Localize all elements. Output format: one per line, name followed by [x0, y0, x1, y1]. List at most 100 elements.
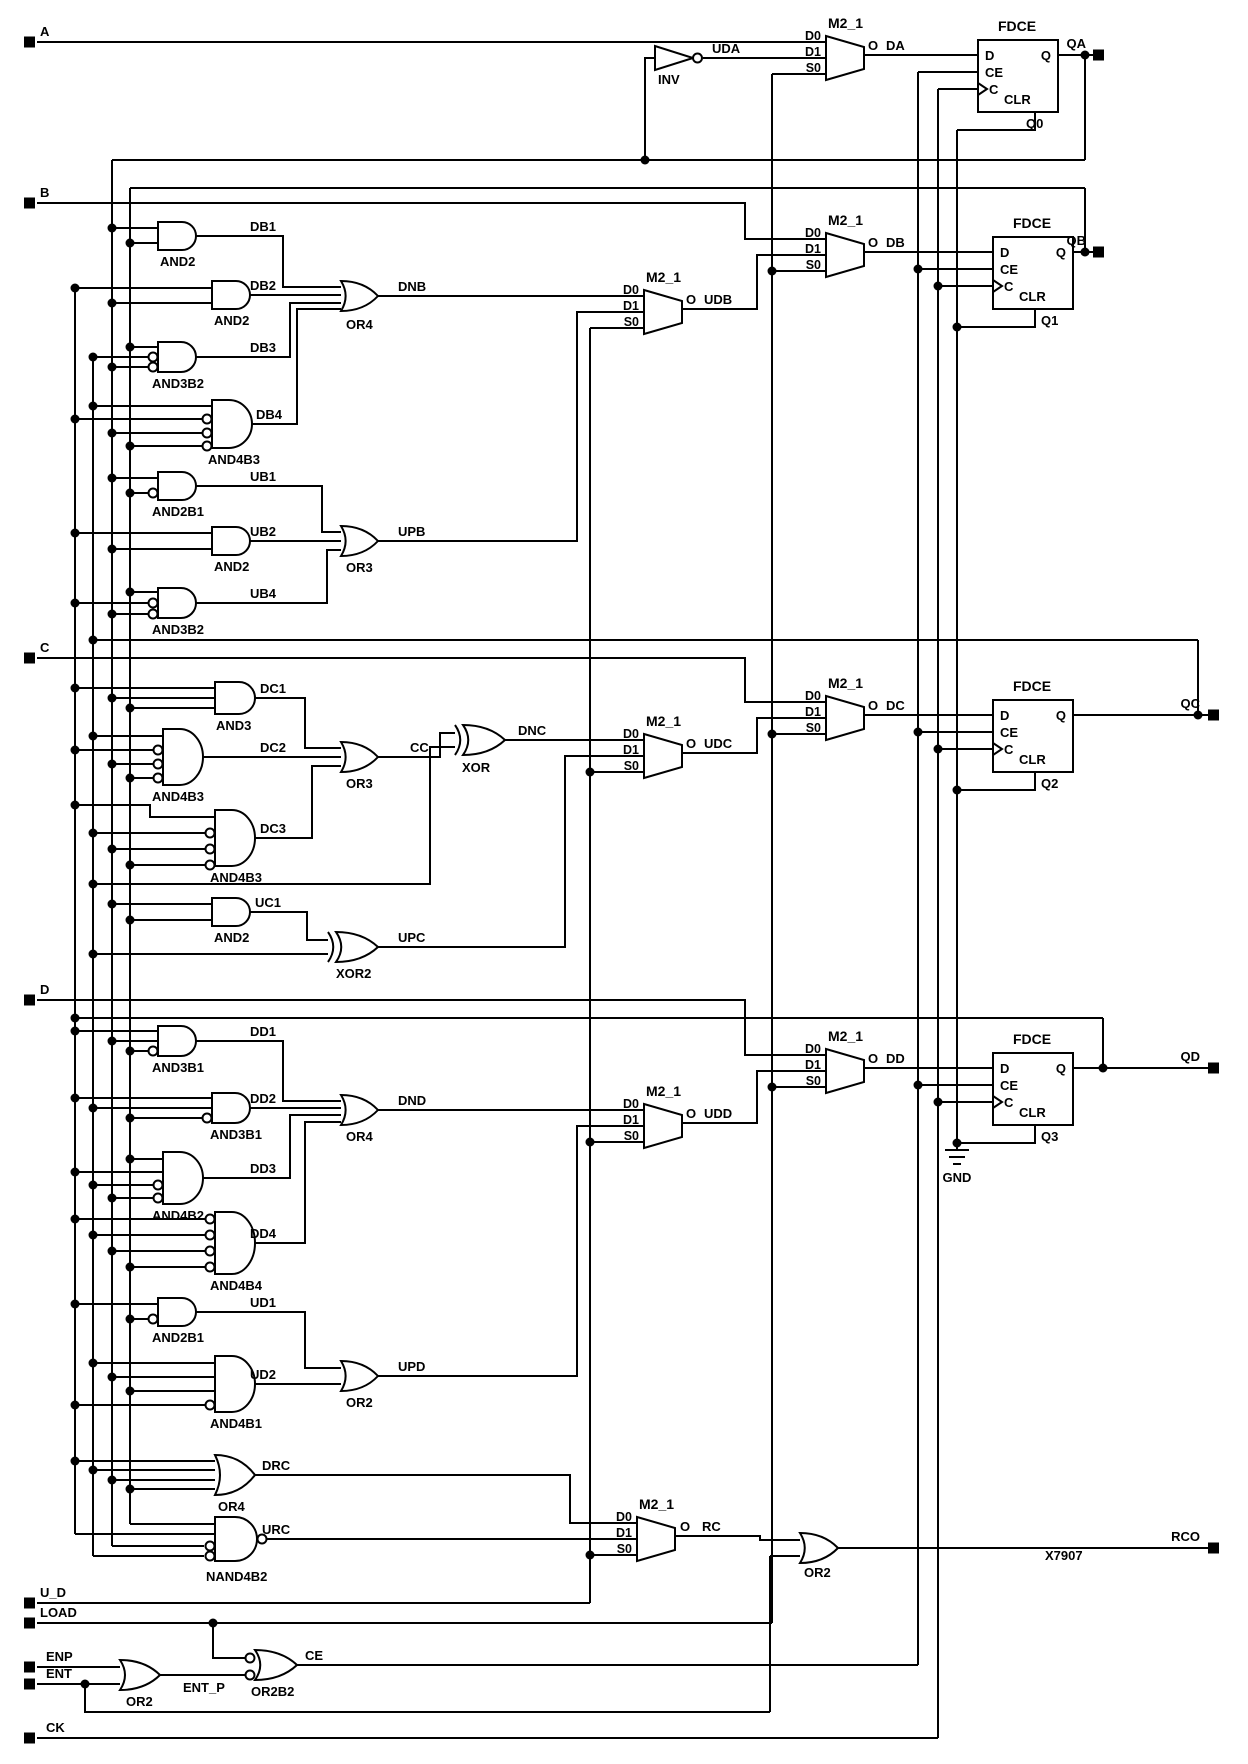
label-d1: D1 — [623, 1113, 639, 1127]
junction-dot — [107, 1193, 117, 1203]
label-q2: Q2 — [1041, 776, 1058, 791]
junction-dot — [88, 949, 98, 959]
input-pad-c — [24, 652, 35, 664]
label-ce: CE — [1000, 725, 1018, 740]
label-dc2: DC2 — [260, 740, 286, 755]
label-m2_1: M2_1 — [828, 212, 863, 228]
label-u_d: U_D — [40, 1585, 66, 1600]
xor2-upc: XOR2 — [327, 930, 380, 981]
mux-a-body — [825, 34, 865, 82]
label-and2: AND2 — [214, 559, 249, 574]
label-b: B — [40, 185, 49, 200]
xor2-upc-body — [334, 930, 380, 964]
junction-dot — [70, 598, 80, 608]
junction-dot — [125, 1314, 135, 1324]
or2b2-ce-body — [253, 1648, 299, 1682]
label-db: DB — [886, 235, 905, 250]
junction-dot — [585, 767, 595, 777]
label-ent: ENT — [46, 1666, 72, 1681]
label-c: C — [1004, 1095, 1014, 1110]
ff-qb-body — [992, 236, 1074, 310]
label-d0: D0 — [805, 226, 821, 240]
junction-dot — [107, 473, 117, 483]
label-c: C — [40, 640, 50, 655]
junction-dot — [70, 1093, 80, 1103]
and4b3-dc2-body — [162, 728, 204, 786]
junction-dot — [125, 1386, 135, 1396]
label-d1: D1 — [616, 1526, 632, 1540]
label-ud2: UD2 — [250, 1367, 276, 1382]
or2-rco: OR2 — [798, 1531, 840, 1580]
wire — [682, 1070, 826, 1124]
label-d0: D0 — [623, 283, 639, 297]
label-rco: RCO — [1171, 1529, 1200, 1544]
label-o: O — [686, 736, 696, 751]
and2b1-ub1-body — [157, 471, 197, 501]
junction-dot — [70, 1400, 80, 1410]
wire — [957, 112, 1036, 131]
label-ce: CE — [1000, 1078, 1018, 1093]
or4-dnd: OR4 — [339, 1093, 380, 1144]
label-dd4: DD4 — [250, 1226, 277, 1241]
label-s0: S0 — [624, 759, 639, 773]
label-and4b2: AND4B2 — [152, 1208, 204, 1223]
junction-dot — [70, 1167, 80, 1177]
and4b3-db4-body — [211, 399, 253, 449]
label-s0: S0 — [617, 1542, 632, 1556]
label-d0: D0 — [623, 727, 639, 741]
junction-dot — [952, 1138, 962, 1148]
label-d1: D1 — [805, 45, 821, 59]
label-d0: D0 — [616, 1510, 632, 1524]
and2-db1: AND2 — [157, 221, 197, 269]
label-d0: D0 — [805, 29, 821, 43]
wire — [212, 1623, 245, 1659]
and2-db2-body — [211, 280, 251, 310]
label-c: C — [1004, 742, 1014, 757]
junction-dot — [125, 773, 135, 783]
junction-dot — [125, 587, 135, 597]
and4b3-dc3-body — [214, 809, 256, 867]
label-gnd: GND — [943, 1170, 972, 1185]
junction-dot — [125, 1046, 135, 1056]
or2b2-ce: OR2B2 — [244, 1648, 299, 1699]
or2-rco-body — [798, 1531, 840, 1565]
wire — [37, 202, 826, 240]
wire — [250, 911, 328, 941]
label-clr: CLR — [1019, 289, 1046, 304]
or3-upb: OR3 — [339, 524, 380, 575]
and4b3-dc3: AND4B3 — [204, 809, 262, 885]
or2-entp: OR2 — [118, 1658, 162, 1709]
label-da: DA — [886, 38, 905, 53]
label-db3: DB3 — [250, 340, 276, 355]
or4-dnd-body — [339, 1093, 380, 1127]
and3b1-dd1-body — [157, 1025, 197, 1057]
and3-dc1: AND3 — [214, 681, 256, 733]
wire — [196, 1311, 341, 1369]
wire — [957, 772, 1036, 791]
label-s0: S0 — [806, 61, 821, 75]
or2-upd-body — [339, 1359, 380, 1393]
label-and2b1: AND2B1 — [152, 504, 204, 519]
mux-rc-body — [636, 1515, 676, 1563]
label-urc: URC — [262, 1522, 291, 1537]
output-pad-qd — [1208, 1062, 1219, 1074]
input-pad-b — [24, 197, 35, 209]
label-dd3: DD3 — [250, 1161, 276, 1176]
and3b1-dd2: AND3B1 — [201, 1092, 262, 1142]
and4b1-ud2: AND4B1 — [204, 1355, 262, 1431]
junction-dot — [88, 1358, 98, 1368]
junction-dot — [585, 1550, 595, 1560]
label-dd: DD — [886, 1051, 905, 1066]
label-or4: OR4 — [346, 1129, 374, 1144]
label-q: Q — [1056, 1061, 1066, 1076]
wire — [378, 311, 644, 542]
and4b3-db4: AND4B3 — [201, 399, 260, 467]
junction-dot — [88, 1230, 98, 1240]
wire — [957, 309, 1036, 328]
or4-drc: OR4 — [213, 1453, 257, 1514]
wire — [255, 1474, 637, 1524]
